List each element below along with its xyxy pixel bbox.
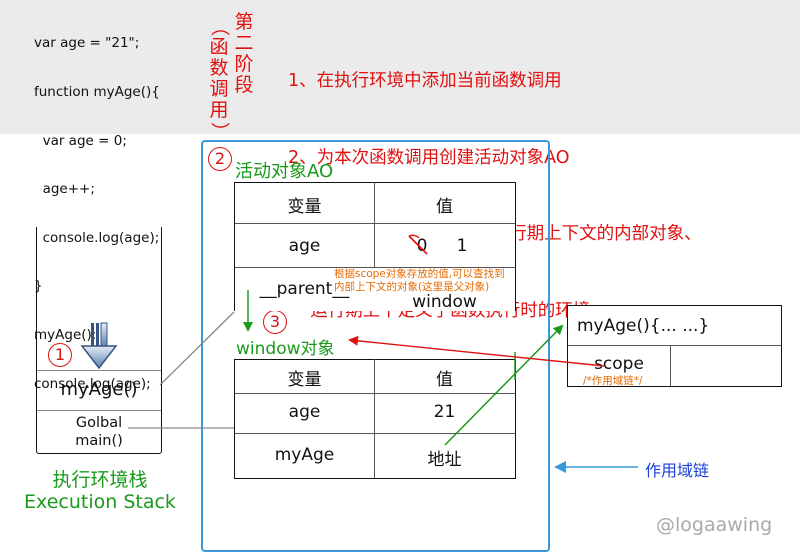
ao-header-var: 变量 xyxy=(287,197,322,217)
stack-caption-cn: 执行环境栈 xyxy=(52,469,148,491)
window-title: window对象 xyxy=(236,339,335,359)
phase-char: 函 xyxy=(209,36,229,58)
phase-label-function-call: （ 函 数 调 用 ） xyxy=(208,16,231,142)
strike-mark-icon xyxy=(408,234,428,255)
stack-caption-en: Execution Stack xyxy=(24,491,176,513)
ao-col-divider xyxy=(374,182,375,268)
ao-row-parent-var: __parent__ xyxy=(259,279,350,299)
phase-paren-open: （ xyxy=(208,16,231,36)
ao-row-divider xyxy=(235,223,515,224)
phase-char: 二 xyxy=(234,32,254,54)
ao-scope-note: 根据scope对象存放的值,可以查找到 内部上下文的对象(这里是父对象) xyxy=(334,268,505,294)
phase-label-second-stage: 第 二 阶 段 xyxy=(233,12,255,96)
code-line: var age = "21"; xyxy=(34,35,140,52)
stack-divider xyxy=(37,370,161,371)
code-line: function myAge(){ xyxy=(34,84,160,101)
code-line: age++; xyxy=(34,181,95,198)
scope-chain-label: 作用域链 xyxy=(645,461,710,480)
phase-char: 段 xyxy=(234,74,254,96)
window-row-age-val: 21 xyxy=(433,402,456,422)
window-row-divider xyxy=(235,393,515,394)
phase-char: 调 xyxy=(209,78,229,100)
marker-1: 1 xyxy=(48,343,72,367)
code-line: console.log(age); xyxy=(34,229,160,246)
code-line: } xyxy=(34,278,43,295)
step-item: 1、在执行环境中添加当前函数调用 xyxy=(288,71,562,91)
phase-char: 用 xyxy=(209,99,229,121)
stack-frame-myage: myAge() xyxy=(60,379,138,400)
stack-divider xyxy=(37,410,161,411)
phase-char: 阶 xyxy=(234,53,254,75)
code-line: myAge(); xyxy=(34,327,97,344)
watermark: @logaawing xyxy=(656,514,773,536)
marker-3: 3 xyxy=(263,310,287,334)
stack-frame-global-line2: main() xyxy=(75,433,123,449)
ao-row-age-old: 0 xyxy=(416,236,428,256)
step-item: 2、为本次函数调用创建活动对象AO xyxy=(288,147,570,168)
note-line: 根据scope对象存放的值,可以查找到 xyxy=(334,268,505,280)
marker-2: 2 xyxy=(208,147,232,171)
window-row-age-var: age xyxy=(288,402,321,422)
window-row-divider xyxy=(235,433,515,434)
window-col-divider xyxy=(374,359,375,478)
phase-char: 第 xyxy=(234,11,254,33)
ao-row-age-new: 1 xyxy=(456,236,468,256)
ao-title: 活动对象AO xyxy=(235,161,334,182)
function-scope-label: scope xyxy=(594,354,644,374)
window-header-var: 变量 xyxy=(287,370,322,390)
ao-header-val: 值 xyxy=(436,197,453,217)
code-line: console.log(age); xyxy=(34,375,151,392)
stack-frame-global-line1: Golbal xyxy=(75,415,123,431)
ao-row-age-var: age xyxy=(288,236,321,256)
ao-row-parent-val: window xyxy=(412,292,477,312)
code-line: var age = 0; xyxy=(34,132,127,149)
note-line: 内部上下文的对象(这里是父对象) xyxy=(334,281,490,293)
function-divider xyxy=(568,345,781,346)
window-header-val: 值 xyxy=(436,370,453,390)
function-object-title: myAge(){... ...} xyxy=(577,316,710,336)
phase-char: 数 xyxy=(209,57,229,79)
function-col-divider xyxy=(670,345,671,386)
push-arrow-icon xyxy=(80,322,118,370)
ao-row-divider xyxy=(235,267,515,268)
function-scope-note: /*作用域链*/ xyxy=(583,375,643,387)
window-row-myage-val: 地址 xyxy=(427,450,462,470)
code-block: var age = "21"; function myAge(){ var ag… xyxy=(34,3,160,408)
window-row-myage-var: myAge xyxy=(274,445,335,465)
top-band xyxy=(0,0,800,134)
